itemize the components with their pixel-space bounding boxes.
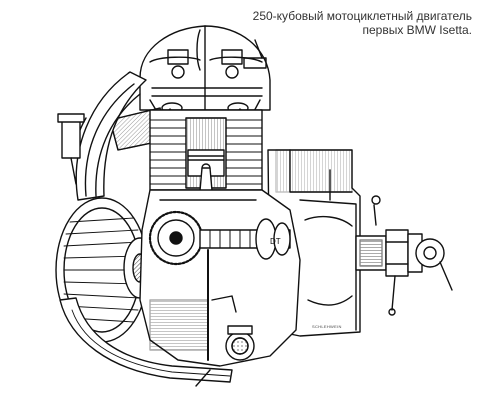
oil-filler-plug: [225, 325, 255, 361]
timing-gear: [148, 210, 204, 266]
image-caption: 250-кубовый мотоциклетный двигатель перв…: [212, 9, 472, 37]
exhaust-pipe: [59, 297, 233, 383]
breather-tube: [195, 169, 331, 387]
caption-line-2: первых BMW Isetta.: [362, 23, 472, 37]
crankshaft: DT: [199, 218, 291, 260]
engraver-signature: SCHLEHWEIN: [312, 324, 342, 329]
engine-mount: [57, 113, 85, 185]
caption-line-1: 250-кубовый мотоциклетный двигатель: [252, 9, 472, 23]
svg-text:DT: DT: [270, 237, 281, 246]
output-shaft-coupling: [355, 195, 453, 316]
cylinder-head: [139, 25, 271, 111]
